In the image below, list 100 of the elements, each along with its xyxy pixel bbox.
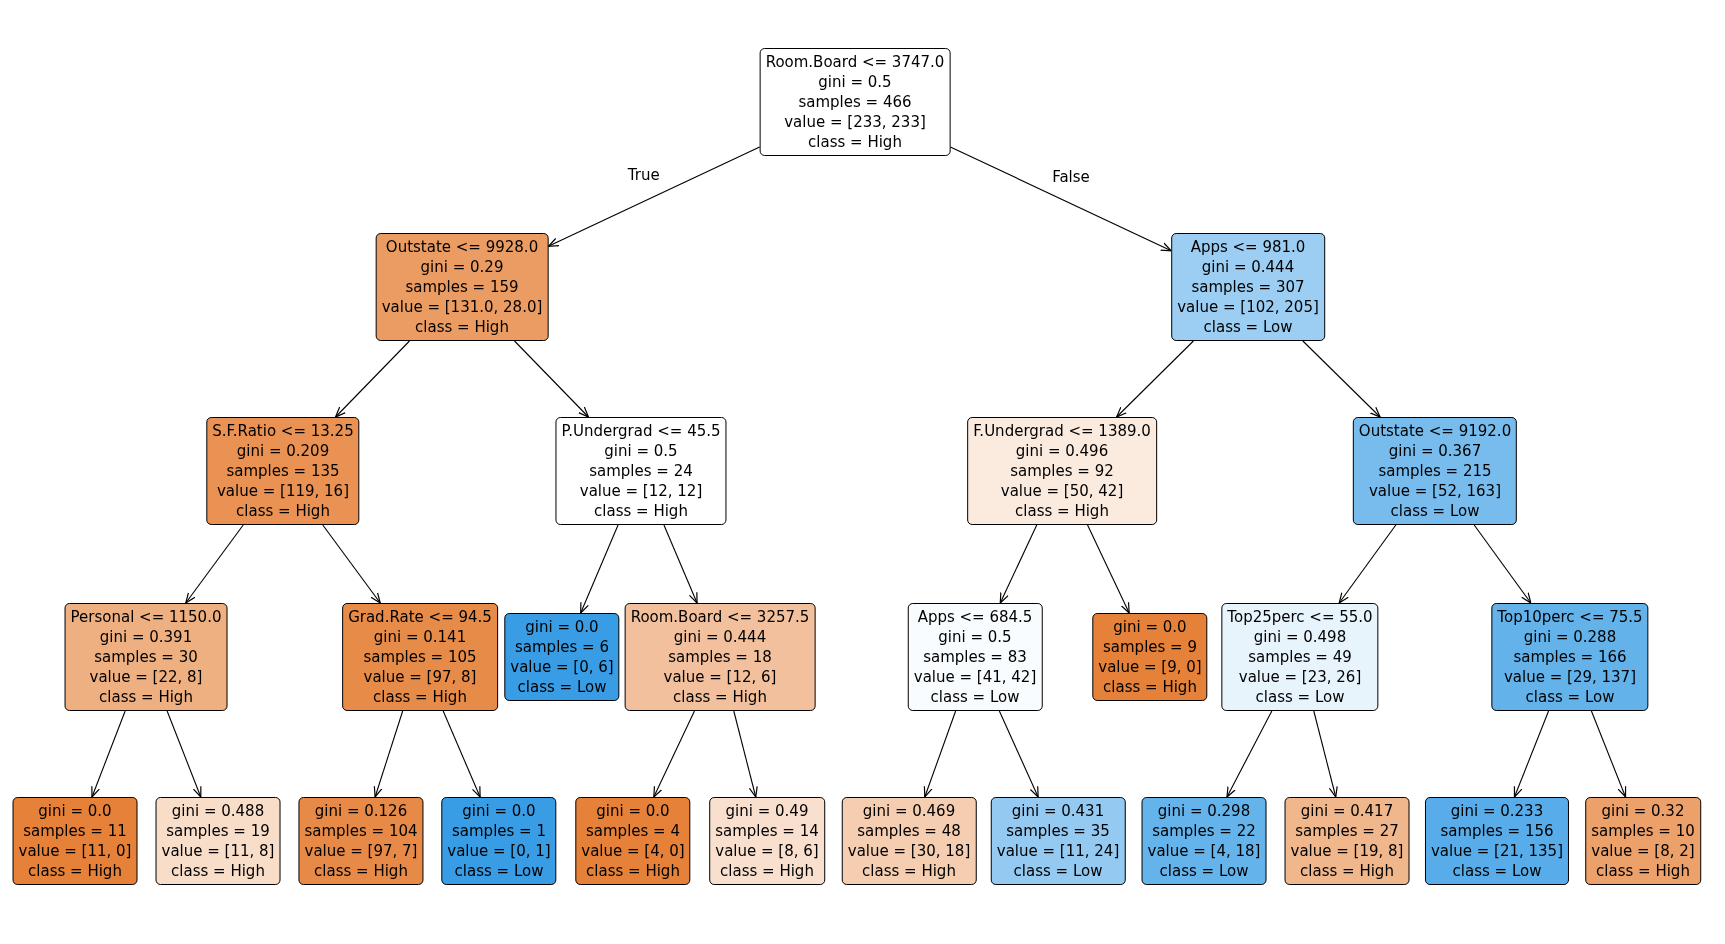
- gini-score: gini = 0.367: [1387, 441, 1483, 461]
- sample-count: samples = 14: [715, 821, 819, 841]
- value-counts: value = [233, 233]: [783, 112, 927, 132]
- gini-score: gini = 0.0: [37, 801, 113, 821]
- sample-count: samples = 27: [1294, 821, 1400, 841]
- value-counts: value = [12, 6]: [662, 667, 778, 687]
- arrow: [91, 710, 126, 798]
- split-node: [1221, 603, 1379, 711]
- gini-score: gini = 0.498: [1252, 627, 1348, 647]
- leaf-node: [1585, 797, 1701, 885]
- split-rule: P.Undergrad <= 45.5: [561, 421, 721, 441]
- sample-count: samples = 4: [585, 821, 681, 841]
- value-counts: value = [11, 24]: [996, 841, 1120, 861]
- split-node: [1491, 603, 1649, 711]
- gini-score: gini = 0.496: [1014, 441, 1110, 461]
- arrow: [949, 146, 1172, 252]
- class-label: class = Low: [1202, 317, 1294, 337]
- value-counts: value = [19, 8]: [1290, 841, 1404, 861]
- class-label: class = High: [1299, 861, 1395, 881]
- value-counts: value = [97, 8]: [362, 667, 478, 687]
- sample-count: samples = 1: [451, 821, 547, 841]
- gini-score: gini = 0.233: [1449, 801, 1545, 821]
- class-label: class = High: [170, 861, 266, 881]
- arrow: [1473, 524, 1532, 604]
- sample-count: samples = 156: [1439, 821, 1555, 841]
- gini-score: gini = 0.469: [861, 801, 957, 821]
- sample-count: samples = 215: [1377, 461, 1493, 481]
- value-counts: value = [21, 135]: [1431, 841, 1563, 861]
- value-counts: value = [29, 137]: [1502, 667, 1637, 687]
- gini-score: gini = 0.488: [170, 801, 266, 821]
- leaf-node: [298, 797, 424, 885]
- sample-count: samples = 19: [165, 821, 271, 841]
- value-counts: value = [4, 0]: [581, 841, 685, 861]
- class-label: class = High: [861, 861, 957, 881]
- split-node: [64, 603, 228, 711]
- class-label: class = High: [372, 687, 468, 707]
- sample-count: samples = 35: [1005, 821, 1111, 841]
- sample-count: samples = 159: [404, 277, 520, 297]
- value-counts: value = [11, 0]: [18, 841, 132, 861]
- gini-score: gini = 0.417: [1299, 801, 1395, 821]
- class-label: class = High: [235, 501, 331, 521]
- sample-count: samples = 24: [588, 461, 694, 481]
- class-label: class = High: [313, 861, 409, 881]
- class-label: class = High: [672, 687, 768, 707]
- sample-count: samples = 11: [22, 821, 128, 841]
- leaf-node: [1092, 613, 1208, 701]
- split-rule: Top25perc <= 55.0: [1227, 607, 1373, 627]
- arrow: [1590, 710, 1627, 798]
- gini-score: gini = 0.444: [672, 627, 768, 647]
- split-node: [759, 48, 951, 156]
- arrow: [334, 340, 411, 418]
- split-node: [206, 417, 360, 525]
- value-counts: value = [4, 18]: [1147, 841, 1261, 861]
- value-counts: value = [131.0, 28.0]: [381, 297, 543, 317]
- split-rule: Outstate <= 9928.0: [384, 237, 540, 257]
- leaf-node: [1284, 797, 1410, 885]
- value-counts: value = [52, 163]: [1368, 481, 1502, 501]
- arrow: [442, 710, 481, 798]
- arrow: [923, 710, 957, 798]
- split-rule: Top10perc <= 75.5: [1497, 607, 1643, 627]
- gini-score: gini = 0.0: [524, 617, 600, 637]
- leaf-node: [1425, 797, 1569, 885]
- class-label: class = High: [585, 861, 681, 881]
- gini-score: gini = 0.0: [461, 801, 537, 821]
- gini-score: gini = 0.5: [937, 627, 1013, 647]
- sample-count: samples = 466: [797, 92, 913, 112]
- arrow: [1338, 524, 1397, 604]
- split-rule: Apps <= 981.0: [1189, 237, 1307, 257]
- split-rule: Outstate <= 9192.0: [1358, 421, 1512, 441]
- split-node: [624, 603, 816, 711]
- arrow: [999, 524, 1038, 604]
- split-node: [375, 233, 549, 341]
- arrow: [1226, 710, 1273, 798]
- leaf-node: [575, 797, 691, 885]
- gini-score: gini = 0.49: [724, 801, 810, 821]
- class-label: class = High: [1102, 677, 1198, 697]
- gini-score: gini = 0.5: [817, 72, 893, 92]
- class-label: class = High: [1014, 501, 1110, 521]
- value-counts: value = [50, 42]: [999, 481, 1125, 501]
- class-label: class = Low: [1158, 861, 1250, 881]
- split-rule: F.Undergrad <= 1389.0: [973, 421, 1151, 441]
- gini-score: gini = 0.288: [1522, 627, 1618, 647]
- class-label: class = Low: [1389, 501, 1481, 521]
- value-counts: value = [0, 6]: [510, 657, 614, 677]
- class-label: class = High: [1595, 861, 1691, 881]
- value-counts: value = [41, 42]: [913, 667, 1037, 687]
- class-label: class = High: [593, 501, 689, 521]
- sample-count: samples = 30: [93, 647, 199, 667]
- gini-score: gini = 0.0: [1112, 617, 1188, 637]
- gini-score: gini = 0.209: [235, 441, 331, 461]
- leaf-node: [1141, 797, 1267, 885]
- leaf-node: [12, 797, 138, 885]
- sample-count: samples = 166: [1512, 647, 1628, 667]
- arrow: [998, 710, 1039, 798]
- class-label: class = Low: [516, 677, 608, 697]
- class-label: class = High: [27, 861, 123, 881]
- arrow: [1116, 340, 1194, 418]
- split-rule: Room.Board <= 3257.5: [630, 607, 810, 627]
- arrow: [1087, 524, 1130, 614]
- arrow: [547, 146, 761, 247]
